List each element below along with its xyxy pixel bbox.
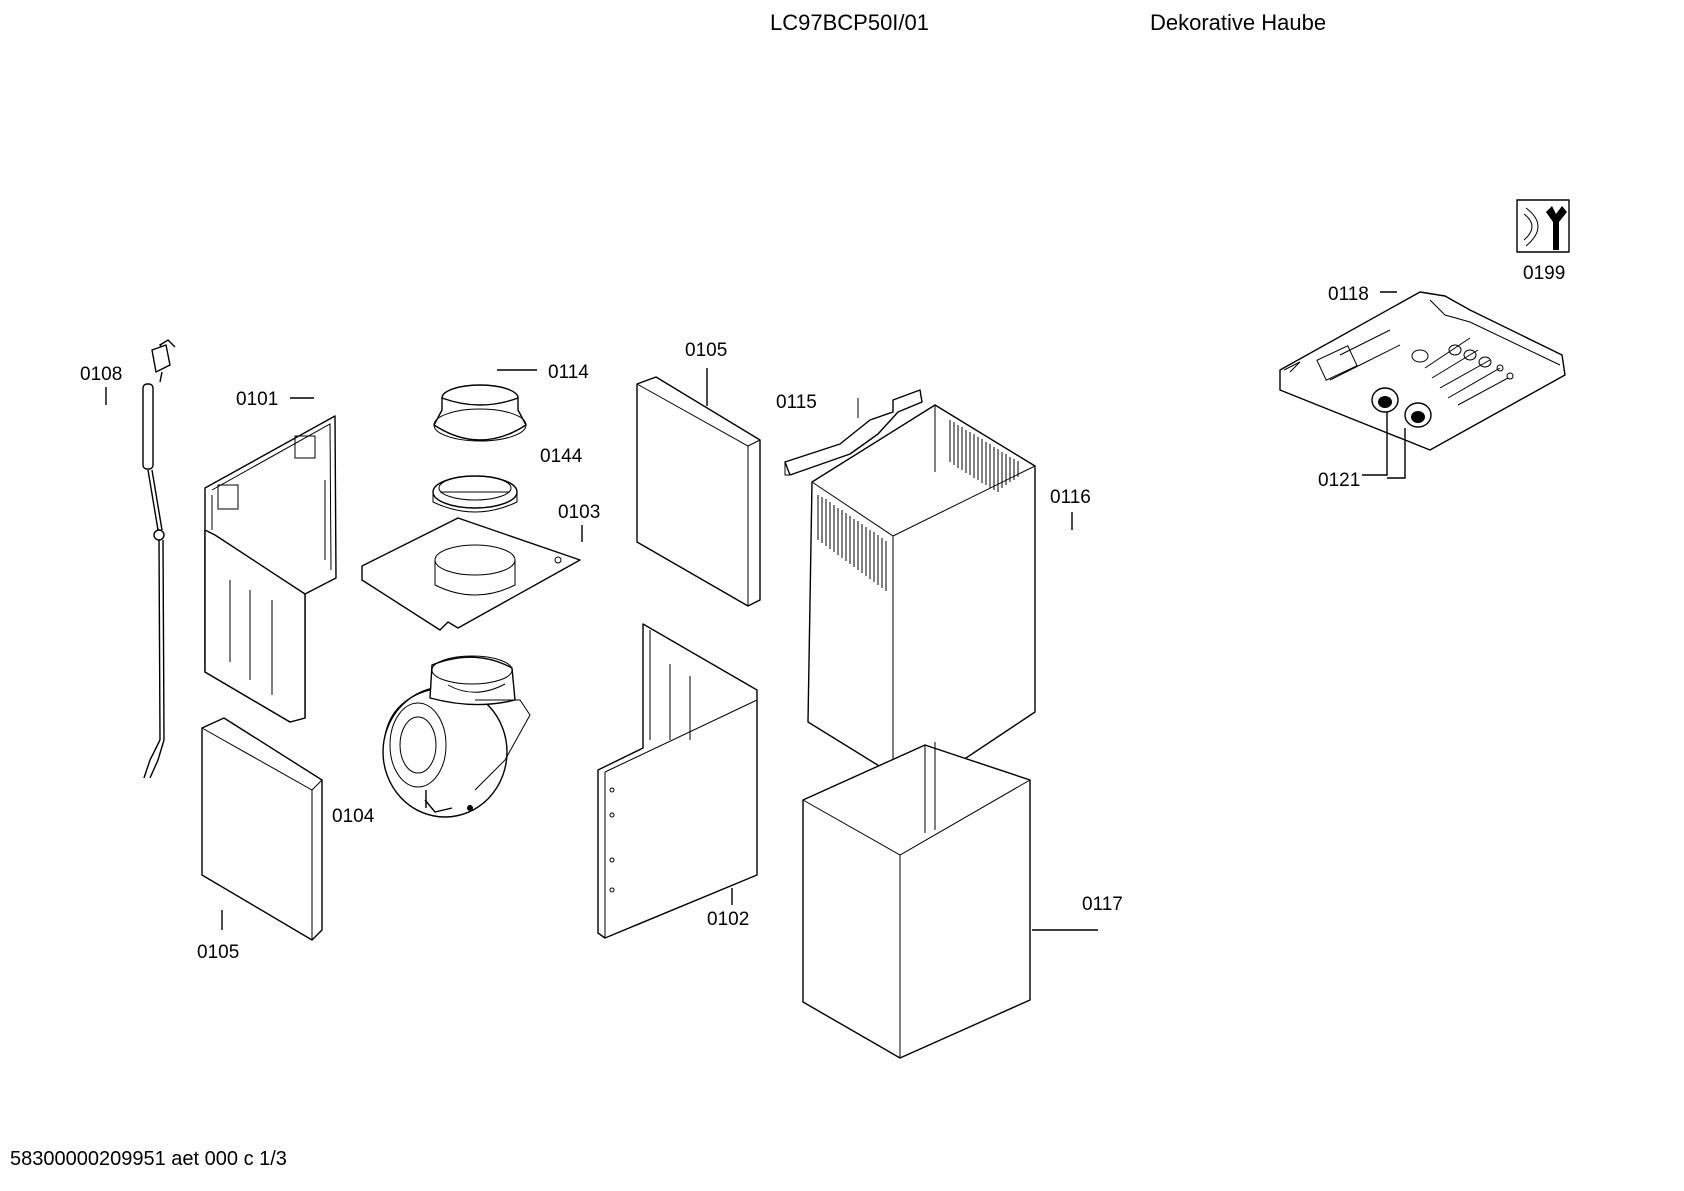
- label-0117: 0117: [1082, 894, 1123, 915]
- mounting-plate-part[interactable]: [361, 517, 581, 631]
- front-frame-part[interactable]: [597, 623, 758, 939]
- label-0105-lower: 0105: [197, 942, 239, 963]
- label-0121: 0121: [1318, 470, 1360, 491]
- diagram-title: Dekorative Haube: [1150, 10, 1327, 35]
- label-0105-upper: 0105: [685, 340, 727, 361]
- power-cord-part[interactable]: [142, 339, 176, 779]
- fan-motor-part[interactable]: [382, 655, 531, 818]
- vent-slots-front: [817, 495, 887, 591]
- leader-lines: [105, 291, 1406, 931]
- wrench-icon[interactable]: [1516, 199, 1570, 253]
- backdraft-flap-part[interactable]: [432, 475, 518, 513]
- label-0144: 0144: [540, 446, 583, 467]
- duct-connector-part[interactable]: [433, 384, 527, 442]
- label-0199: 0199: [1523, 263, 1565, 284]
- label-0104: 0104: [332, 806, 375, 827]
- label-0108: 0108: [80, 364, 122, 385]
- bracket-part[interactable]: [784, 389, 923, 476]
- lower-chimney-part[interactable]: [802, 742, 1031, 1059]
- label-0115: 0115: [776, 392, 817, 413]
- label-0102: 0102: [707, 909, 749, 930]
- upper-chimney-part[interactable]: [807, 404, 1036, 791]
- label-0116: 0116: [1050, 487, 1091, 508]
- side-panel-lower-part[interactable]: [201, 717, 323, 941]
- document-code: 58300000209951 aet 000 c 1/3: [10, 1148, 287, 1170]
- knob-part[interactable]: [1371, 387, 1432, 428]
- label-0118: 0118: [1328, 284, 1369, 305]
- model-number: LC97BCP50I/01: [770, 10, 929, 35]
- installation-kit-part[interactable]: [1279, 291, 1566, 451]
- label-0103: 0103: [558, 502, 600, 523]
- label-0101: 0101: [236, 389, 278, 410]
- side-panel-upper-part[interactable]: [636, 376, 761, 607]
- vent-slots-back: [949, 420, 1019, 492]
- rear-frame-part[interactable]: [204, 415, 337, 723]
- label-0114: 0114: [548, 362, 589, 383]
